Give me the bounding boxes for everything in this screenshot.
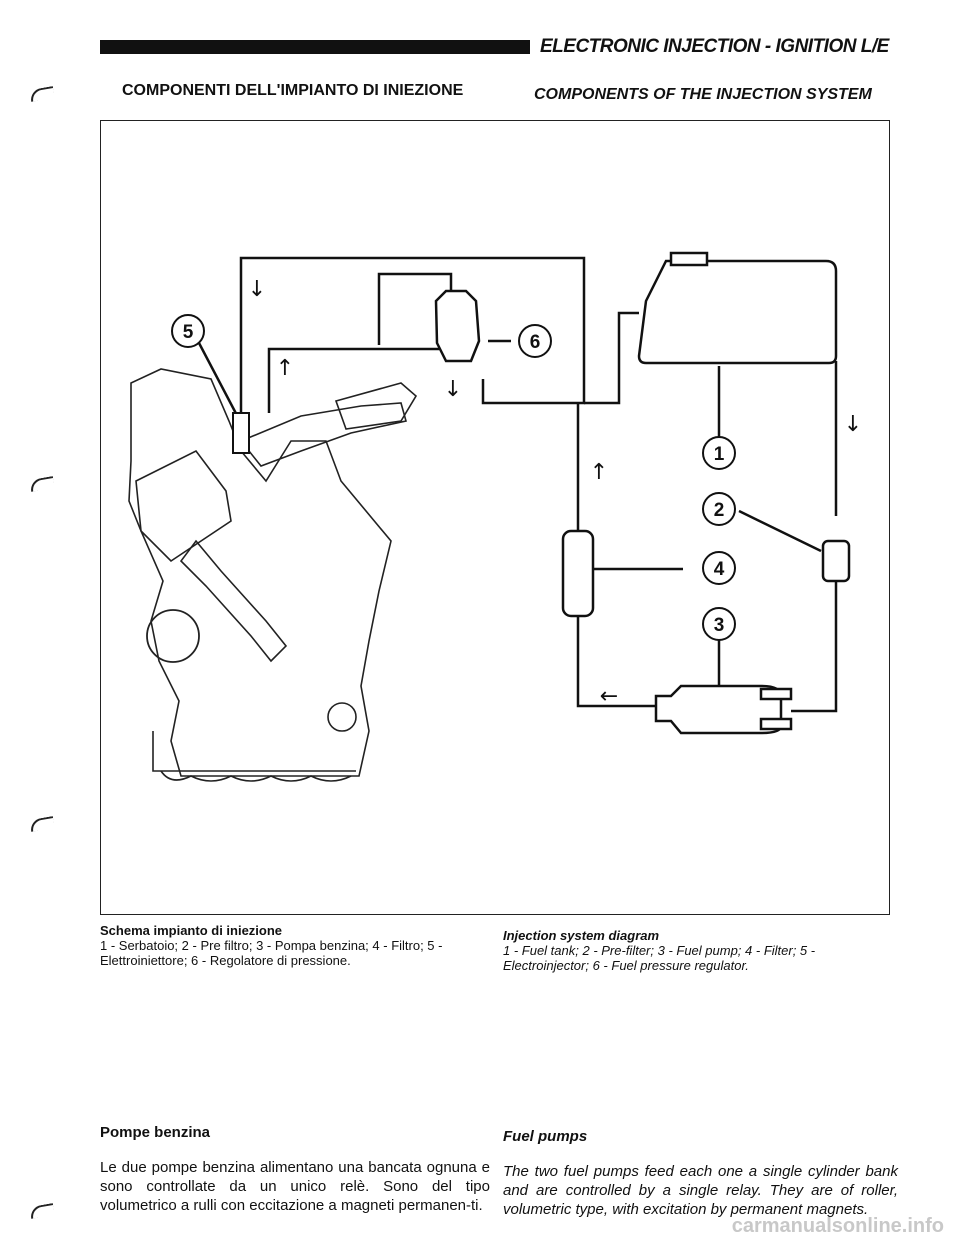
caption-en-title: Injection system diagram <box>503 928 660 943</box>
crank-pulley <box>327 702 357 732</box>
caption-en-text: 1 - Fuel tank; 2 - Pre-filter; 3 - Fuel … <box>503 943 816 973</box>
flow-arrow-left: ← <box>600 684 618 709</box>
margin-mark <box>29 86 55 102</box>
callout-4: 4 <box>714 559 725 580</box>
pump-right-line <box>791 576 838 713</box>
callout-4-circle <box>702 551 736 585</box>
section-title-en: COMPONENTS OF THE INJECTION SYSTEM <box>534 86 872 103</box>
filter-bottom-line <box>576 616 656 708</box>
crank-flange <box>152 731 356 772</box>
flow-arrow-down: ↓ <box>444 377 462 402</box>
intake-plenum <box>334 382 418 430</box>
body-heading-en: Fuel pumps <box>503 1128 588 1145</box>
callout-3: 3 <box>714 615 725 636</box>
fuel-tank <box>637 257 838 365</box>
callout-2: 2 <box>714 500 725 521</box>
oil-pan <box>160 770 352 782</box>
electroinjector <box>232 412 250 454</box>
caption-it-text: 1 - Serbatoio; 2 - Pre filtro; 3 - Pompa… <box>100 938 443 968</box>
caption-it: Schema impianto di iniezione 1 - Serbato… <box>100 923 485 968</box>
callout-6: 6 <box>530 332 541 353</box>
pre-filter <box>821 539 851 583</box>
prefilter-leader <box>738 509 822 553</box>
section-title-it: COMPONENTI DELL'IMPIANTO DI INIEZIONE <box>122 82 464 99</box>
pulley <box>146 609 200 663</box>
caption-it-title: Schema impianto di iniezione <box>100 923 283 938</box>
fuel-line-inner <box>267 347 439 413</box>
injection-diagram: 1 2 3 4 5 6 ↓ ↑ ↓ ↑ ↓ ← <box>100 120 890 915</box>
diagram-svg: 1 2 3 4 5 6 ↓ ↑ ↓ ↑ ↓ ← <box>128 251 862 782</box>
pump-terminal <box>759 717 793 731</box>
callout-2-circle <box>702 492 736 526</box>
callout-6-circle <box>518 324 552 358</box>
fuel-line-left <box>239 256 586 421</box>
flow-arrow-down: ↓ <box>844 412 862 437</box>
piston-rod <box>179 539 288 663</box>
intake-runner <box>239 402 407 467</box>
flow-arrow-up: ↑ <box>590 460 608 485</box>
watermark: carmanualsonline.info <box>731 1215 944 1237</box>
header-title: ELECTRONIC INJECTION - IGNITION L/E <box>540 36 889 57</box>
pressure-regulator <box>434 289 481 363</box>
pump-terminal <box>759 687 793 701</box>
margin-mark <box>29 1203 55 1219</box>
callout-5-circle <box>171 314 205 348</box>
callout-5: 5 <box>183 322 194 343</box>
header-bar <box>100 40 530 54</box>
body-heading-it: Pompe benzina <box>100 1124 211 1141</box>
body-text-it: Le due pompe benzina alimentano una banc… <box>100 1159 490 1214</box>
tank-filler-cap <box>669 251 709 267</box>
body-text-en: The two fuel pumps feed each one a singl… <box>503 1163 898 1218</box>
margin-mark <box>29 476 55 492</box>
callout-3-circle <box>702 607 736 641</box>
injector-leader <box>197 342 243 424</box>
caption-en: Injection system diagram 1 - Fuel tank; … <box>503 928 903 973</box>
callout-1-circle <box>702 436 736 470</box>
fuel-filter <box>561 529 595 618</box>
flow-arrow-down: ↓ <box>248 277 266 302</box>
margin-mark <box>29 816 55 832</box>
callout-1: 1 <box>714 444 725 465</box>
flow-arrow-up: ↑ <box>276 356 294 381</box>
engine-block <box>128 368 392 777</box>
cylinder-head <box>135 449 232 563</box>
return-line <box>584 311 639 405</box>
